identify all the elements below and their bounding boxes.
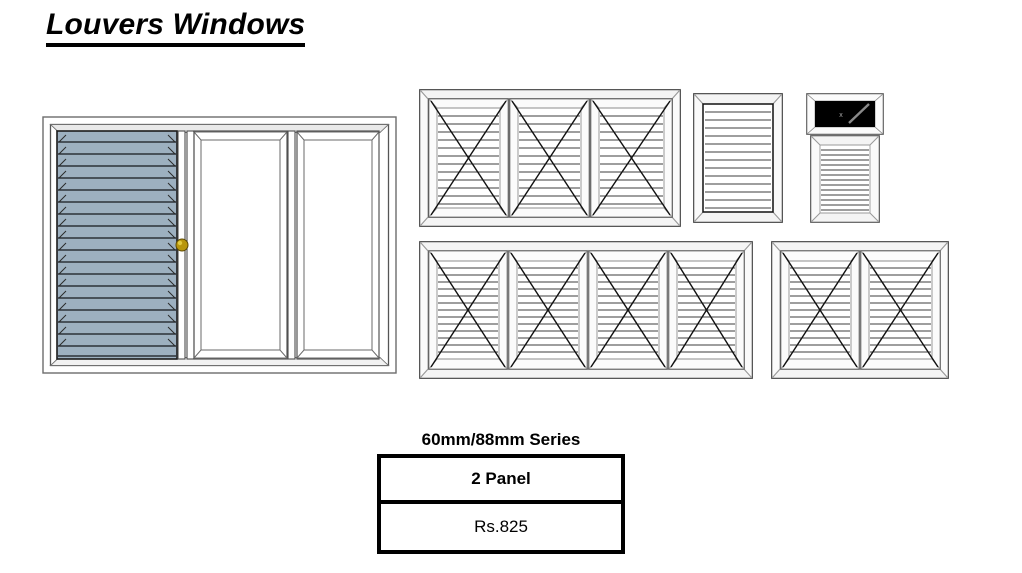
louver-slat-bevels [58,134,176,347]
louver-window-4panel-svg [418,240,754,380]
opening-marks [430,100,671,216]
sliding-panel-right[interactable] [287,130,381,360]
right-jamb-bevel [743,240,753,380]
louver-window-transom[interactable]: x [805,92,885,224]
series-label: 60mm/88mm Series [421,430,581,449]
sliding-louver-window-3panel-svg [42,116,397,374]
louver-panel-left[interactable] [56,130,178,360]
sliding-louver-window-3panel[interactable] [42,116,397,374]
right-jamb-bevel [939,240,949,380]
transom-fill [815,101,875,127]
louver-window-4panel[interactable] [418,240,754,380]
left-jamb-bevel [693,92,704,224]
head-bevel [418,89,682,100]
right-jamb-bevel [772,92,783,224]
price-table: 2 Panel Rs.825 [377,454,625,555]
page-title: Louvers Windows [46,9,306,47]
transom-diagonal-mark [848,103,870,124]
table-row-panel-type: 2 Panel [381,458,621,505]
louver-window-3panel-svg [418,88,682,228]
right-panel-bottom-bevel [295,349,381,359]
sill-bevel [418,216,682,227]
transom-mark-label: x [839,112,843,119]
head-bevel [418,241,754,252]
centre-panel-bottom-bevel [192,349,289,359]
price-table-block: 60mm/88mm Series 2 Panel Rs.825 [377,430,625,555]
louver-window-3panel-top[interactable] [418,88,682,228]
louver-panel[interactable] [809,134,881,224]
transom-head-bevel [805,93,885,102]
right-panel [296,130,380,360]
right-jamb-bevel [671,88,681,228]
centre-panel-top-bevel [192,131,289,141]
left-jamb-bevel [419,240,429,380]
sill-bevel [418,368,754,379]
louver-slats [705,111,771,209]
transom-sill-bevel [805,126,885,135]
louver-panel[interactable] [702,103,774,213]
transom-light[interactable]: x [805,93,885,135]
head-bevel [692,93,784,105]
louver-window-2panel[interactable] [770,240,950,380]
louver-window-1panel-svg [692,92,784,224]
opening-marks [430,252,743,368]
louver-window-2panel-svg [770,240,950,380]
right-stile [287,130,296,360]
louver-window-transom-svg: x [805,93,885,224]
sill-bevel [692,211,784,223]
louver-window-1panel[interactable] [692,92,784,224]
opening-marks [782,252,939,368]
left-jamb-bevel [419,88,429,228]
louver-slats [58,141,176,357]
head-bevel [770,241,950,252]
transom-right-bevel [874,93,884,135]
sill-bevel [770,368,950,379]
right-panel-top-bevel [295,131,381,141]
table-row-price: Rs.825 [474,517,528,537]
centre-panel [193,130,288,360]
transom-left-bevel [806,93,816,135]
left-jamb-bevel [771,240,781,380]
sliding-handle[interactable] [175,238,189,252]
louver-panel-glass [56,130,178,360]
